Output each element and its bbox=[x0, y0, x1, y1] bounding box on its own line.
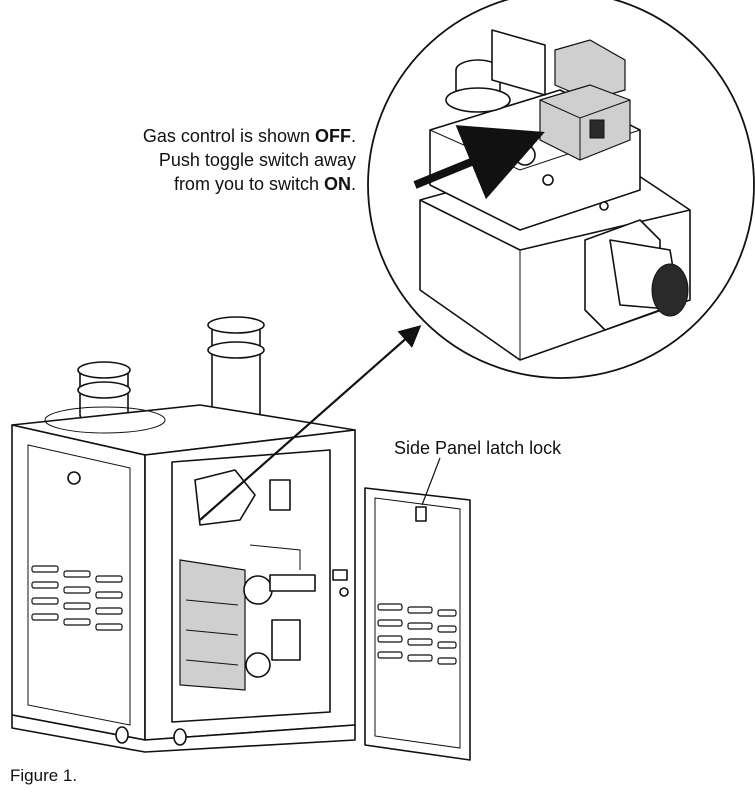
gas-control-leader-arrow bbox=[199, 325, 422, 521]
on-label: ON bbox=[323, 174, 351, 194]
gas-control-magnified-view bbox=[367, 0, 755, 379]
gas-control-line-3-end: . bbox=[350, 174, 356, 194]
latch-leader-line bbox=[421, 457, 441, 506]
gas-control-line-3-text: from you to switch bbox=[173, 174, 324, 194]
gas-control-line-1-end: . bbox=[350, 126, 356, 146]
toggle-switch bbox=[539, 84, 631, 161]
side-vents-left bbox=[31, 565, 123, 631]
gas-control-callout: Gas control is shown OFF. Push toggle sw… bbox=[60, 124, 356, 196]
gas-control-line-3: from you to switch ON. bbox=[60, 172, 356, 196]
boiler-cabinet bbox=[11, 316, 356, 753]
off-label: OFF bbox=[314, 126, 351, 146]
gas-control-line-2: Push toggle switch away bbox=[158, 150, 356, 170]
side-panel-latch-callout: Side Panel latch lock bbox=[394, 438, 562, 458]
gas-control-line-1: Gas control is shown OFF. bbox=[60, 124, 356, 148]
gas-control-line-1-text: Gas control is shown bbox=[142, 126, 315, 146]
removed-side-panel bbox=[364, 487, 471, 761]
figure-label: Figure 1. bbox=[10, 766, 78, 785]
